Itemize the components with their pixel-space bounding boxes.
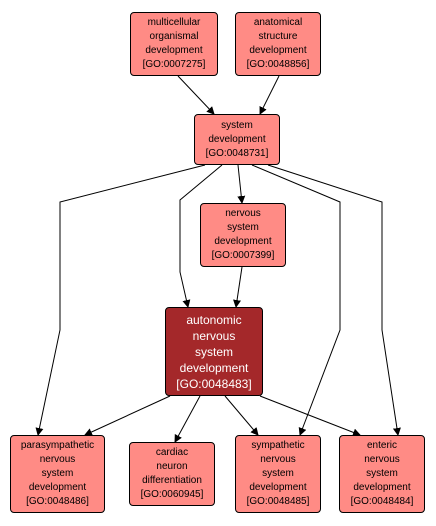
edge-n48856-to-n48731 bbox=[259, 75, 280, 115]
node-label-line: structure bbox=[258, 31, 298, 42]
go-term-node-n48484[interactable]: enteric nervous system development [GO:00484… bbox=[339, 435, 425, 513]
node-label-line: development bbox=[249, 45, 307, 56]
edge-n48731-to-n48483 bbox=[179, 164, 223, 308]
node-label-line: development bbox=[28, 482, 87, 493]
go-term-node-n48731[interactable]: system development [GO:0048731] bbox=[194, 114, 280, 165]
edge-n48731-to-n7399 bbox=[237, 164, 246, 204]
node-go-id: [GO:0048484] bbox=[350, 496, 414, 507]
node-label-line: nervous bbox=[364, 454, 400, 465]
node-label-line: development bbox=[145, 45, 203, 56]
node-label-line: neuron bbox=[156, 461, 188, 472]
node-go-id: [GO:0007399] bbox=[211, 250, 275, 261]
node-label-line: development bbox=[249, 482, 307, 493]
edge-n48483-to-n48486 bbox=[84, 395, 171, 436]
node-label-line: nervous bbox=[39, 454, 76, 465]
edge-n48483-to-n48484 bbox=[259, 395, 361, 437]
node-label-line: nervous bbox=[225, 208, 261, 219]
node-label-line: development bbox=[214, 236, 272, 247]
node-label-line: multicellular bbox=[147, 17, 201, 28]
edge-n7399-to-n48483 bbox=[233, 266, 243, 308]
node-label-line: cardiac bbox=[155, 447, 189, 458]
node-go-id: [GO:0048486] bbox=[26, 496, 89, 507]
node-go-id: [GO:0007275] bbox=[142, 59, 206, 70]
node-label-line: autonomic bbox=[186, 312, 242, 327]
node-label-line: organismal bbox=[149, 31, 199, 42]
node-go-id: [GO:0060945] bbox=[140, 489, 204, 500]
node-label-line: development bbox=[353, 482, 411, 493]
node-go-id: [GO:0048483] bbox=[176, 376, 252, 391]
node-label-line: system bbox=[227, 222, 259, 233]
go-term-node-n7399[interactable]: nervous system development [GO:0007399] bbox=[200, 203, 286, 267]
node-label-line: system bbox=[41, 468, 74, 479]
edge-n48731-to-n48486 bbox=[35, 164, 206, 436]
node-label-line: development bbox=[208, 133, 266, 145]
go-term-node-n48485[interactable]: sympathetic nervous system development [GO:0… bbox=[235, 435, 321, 513]
node-label-line: anatomical bbox=[253, 17, 303, 28]
node-go-id: [GO:0048856] bbox=[246, 59, 310, 70]
node-label-line: parasympathetic bbox=[20, 440, 95, 451]
node-label-line: nervous bbox=[260, 454, 296, 465]
node-label-line: nervous bbox=[192, 328, 236, 343]
edge-n48483-to-n60945 bbox=[174, 395, 201, 443]
node-label-line: sympathetic bbox=[251, 440, 305, 451]
node-label-line: system bbox=[221, 119, 253, 131]
go-term-node-n60945[interactable]: cardiac neuron differentiation [GO:0060945] bbox=[129, 442, 215, 506]
node-label-line: system bbox=[262, 468, 294, 479]
edge-n48731-to-n48484 bbox=[267, 164, 401, 436]
node-go-id: [GO:0048485] bbox=[246, 496, 310, 507]
edge-n48731-to-n48485 bbox=[251, 164, 341, 436]
node-label-line: system bbox=[194, 344, 233, 359]
node-label-line: enteric bbox=[366, 440, 397, 451]
go-term-node-n7275[interactable]: multicellular organismal development [GO:00… bbox=[130, 12, 218, 76]
edge-n7275-to-n48731 bbox=[177, 75, 215, 115]
node-label-line: differentiation bbox=[142, 475, 202, 486]
node-label-line: system bbox=[366, 468, 398, 479]
node-go-id: [GO:0048731] bbox=[205, 147, 269, 159]
edge-n48483-to-n48485 bbox=[224, 395, 259, 436]
node-label-line: development bbox=[179, 360, 249, 375]
go-term-node-n48856[interactable]: anatomical structure development [GO:004885… bbox=[235, 12, 321, 76]
go-term-node-n48486[interactable]: parasympathetic nervous system development [… bbox=[10, 435, 105, 513]
